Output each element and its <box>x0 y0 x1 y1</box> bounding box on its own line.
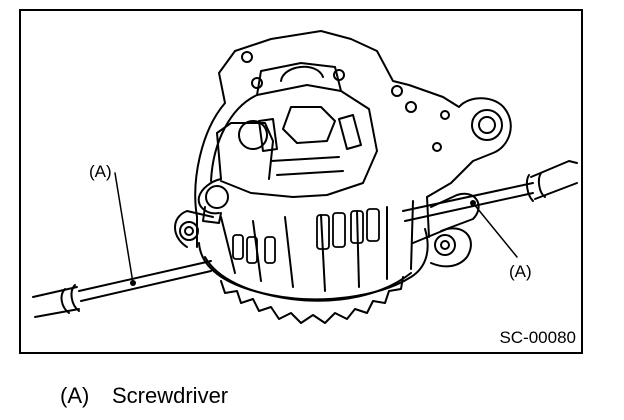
figure-code: SC-00080 <box>499 328 576 347</box>
leader-lines <box>114 172 518 284</box>
callout-a-right: (A) <box>509 262 532 281</box>
legend-label: Screwdriver <box>112 383 229 408</box>
screwdriver-left <box>32 260 212 318</box>
screwdriver-right <box>402 160 578 222</box>
cooling-slots <box>232 208 380 264</box>
alternator-body <box>196 196 430 324</box>
leader-dots <box>130 200 476 286</box>
figure-frame: (A) (A) SC-00080 <box>19 9 583 354</box>
terminal-post <box>197 120 274 224</box>
legend-key: (A) <box>60 383 90 408</box>
callout-a-left: (A) <box>89 162 112 181</box>
legend: (A) Screwdriver <box>60 385 228 407</box>
end-frame <box>194 30 512 218</box>
mounting-ears <box>174 192 480 268</box>
alternator-illustration <box>32 30 578 324</box>
